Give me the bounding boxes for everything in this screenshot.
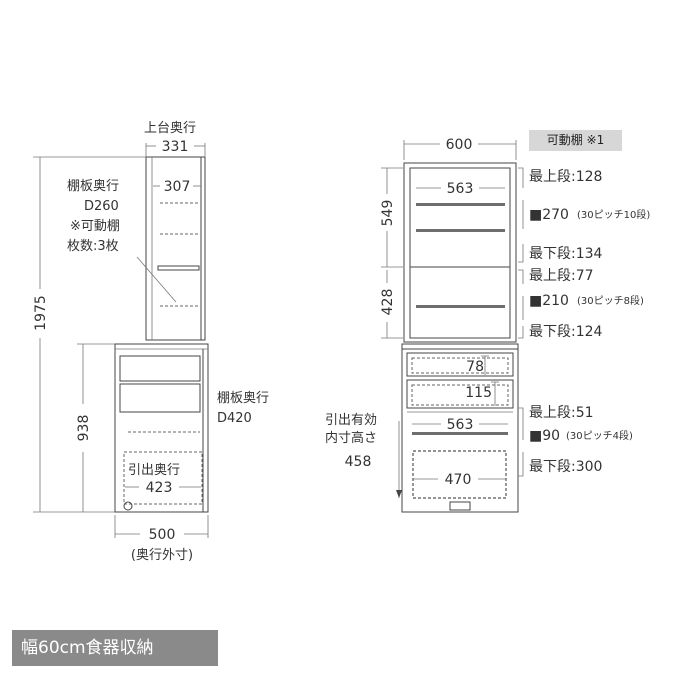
middle-height: 428	[380, 289, 396, 316]
side-drawer-1	[119, 355, 201, 382]
inner-shelf-depth: 307	[164, 179, 191, 195]
movable-shelf-tag: 可動棚 ※1	[529, 130, 622, 151]
outer-depth-label: (奥行外寸)	[131, 548, 193, 563]
lower-inner-width: 563	[447, 417, 474, 433]
front-bottom-drawer	[412, 450, 507, 499]
upper-inner-width: 563	[447, 181, 474, 197]
lower-shelf-label: 棚板奥行	[217, 391, 269, 406]
front-view: 600 563 549 428 78 115 563 470 引出有効 内	[325, 137, 650, 513]
side-bottom-drawer	[123, 451, 203, 505]
front-shelf	[416, 203, 505, 206]
effective-label-2: 内寸高さ	[325, 430, 377, 446]
product-caption: 幅60cm食器収納	[12, 630, 218, 666]
low-bottom: 最下段:300	[529, 459, 602, 475]
front-lower-shelf	[412, 432, 508, 435]
front-width: 600	[446, 137, 473, 153]
top-depth-value: 331	[162, 139, 189, 155]
drawer-depth-value: 423	[146, 480, 173, 496]
upper-top: 最上段:128	[529, 169, 602, 185]
upper-range: ■270	[529, 207, 569, 223]
upper-pitch: (30ピッチ10段)	[577, 208, 650, 221]
top-depth-label: 上台奥行	[144, 121, 196, 136]
low-pitch: (30ピッチ4段)	[566, 429, 633, 442]
front-drawer-1	[406, 352, 514, 377]
drawer-1-height: 78	[466, 359, 484, 375]
lower-height: 938	[76, 415, 92, 442]
upper-bottom: 最下段:134	[529, 246, 603, 262]
bottom-drawer-width: 470	[445, 472, 472, 488]
outer-depth: 500	[149, 527, 176, 543]
mid-pitch: (30ピッチ8段)	[577, 294, 644, 307]
low-range: ■90	[529, 428, 560, 444]
front-upper-cabinet	[403, 162, 517, 343]
low-top: 最上段:51	[529, 405, 594, 421]
mid-top: 最上段:77	[529, 268, 594, 284]
mid-bottom: 最下段:124	[529, 324, 603, 340]
front-shelf	[416, 229, 505, 232]
effective-label-1: 引出有効	[325, 413, 377, 428]
drawer-depth-label: 引出奥行	[128, 463, 180, 478]
side-shelf	[157, 265, 200, 271]
shelf-depth-label: 棚板奥行	[67, 179, 119, 194]
upper-height: 549	[380, 200, 396, 227]
side-drawer-2	[119, 383, 201, 413]
front-shelf	[416, 305, 505, 308]
drawer-2-height: 115	[465, 385, 492, 401]
effective-height: 458	[345, 454, 372, 470]
front-drawer-2	[406, 379, 514, 409]
side-view: 上台奥行 331 307 棚板奥行 D260 ※可動棚 枚数:3枚 1975 9…	[33, 121, 269, 563]
total-height: 1975	[33, 295, 49, 331]
side-upper-cabinet	[145, 156, 206, 341]
lower-shelf-depth: D420	[217, 411, 252, 426]
movable-shelf-note: ※可動棚	[70, 219, 120, 234]
shelf-depth-value: D260	[84, 199, 119, 214]
shelf-count: 枚数:3枚	[67, 239, 119, 254]
mid-range: ■210	[529, 293, 569, 309]
